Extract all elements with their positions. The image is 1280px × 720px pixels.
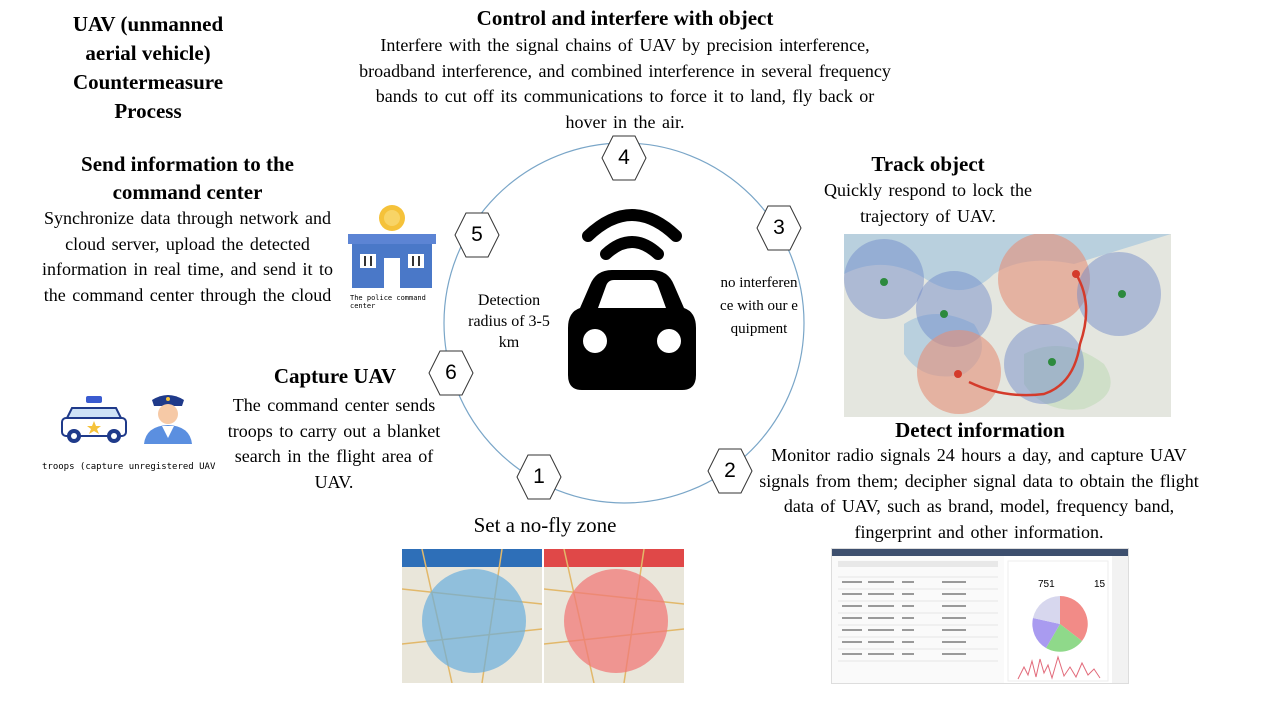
step2-heading: Detect information (895, 418, 1065, 442)
step5-text: Synchronize data through network and clo… (42, 208, 333, 305)
dashboard-stat-b: 15 (1094, 579, 1106, 590)
step-number-2: 2 (724, 459, 736, 482)
police-officer-icon (144, 395, 192, 444)
police-car-icon (61, 396, 127, 443)
step6-heading: Capture UAV (273, 364, 397, 388)
step-number-6: 6 (445, 361, 457, 384)
tracking-map (844, 234, 1171, 417)
connected-car-icon (568, 209, 696, 390)
detection-radius-label: Detection radius of 3-5 km (468, 292, 550, 351)
no-interference-label: no interference with our equipment (718, 272, 800, 341)
step2-text: Monitor radio signals 24 hours a day, an… (759, 445, 1199, 542)
step-badge-2: 2 (706, 447, 754, 495)
step6-text: The command center sends troops to carry… (227, 395, 441, 492)
step-number-1: 1 (533, 465, 545, 488)
step4-heading: Control and interfere with object (476, 6, 774, 30)
no-fly-zone-map-blue (402, 549, 542, 683)
step-badge-3: 3 (755, 204, 803, 252)
step-badge-1: 1 (515, 453, 563, 501)
dashboard-stat-a: 751 (1038, 579, 1055, 590)
troops-caption: troops (capture unregistered UAV (42, 462, 216, 472)
detection-dashboard: 751 15 (831, 548, 1129, 684)
police-command-center-icon (348, 205, 436, 288)
step3-text: Quickly respond to lock the trajectory o… (824, 180, 1032, 226)
step3-heading: Track object (871, 152, 985, 176)
step1-heading: Set a no-fly zone (473, 513, 617, 537)
step-badge-4: 4 (600, 134, 648, 182)
step-number-4: 4 (618, 146, 630, 169)
no-fly-zone-map-red (544, 549, 684, 683)
step4-text: Interfere with the signal chains of UAV … (359, 35, 891, 132)
step-badge-5: 5 (453, 211, 501, 259)
police-caption: The police command center (350, 294, 426, 310)
no-interference-text: no interference with our equipment (720, 275, 798, 337)
step5-heading: Send information to the command center (81, 152, 294, 204)
page-title: UAV (unmanned aerial vehicle) Countermea… (72, 12, 224, 123)
step-badge-6: 6 (427, 349, 475, 397)
step-number-3: 3 (773, 216, 785, 239)
step-number-5: 5 (471, 223, 483, 246)
